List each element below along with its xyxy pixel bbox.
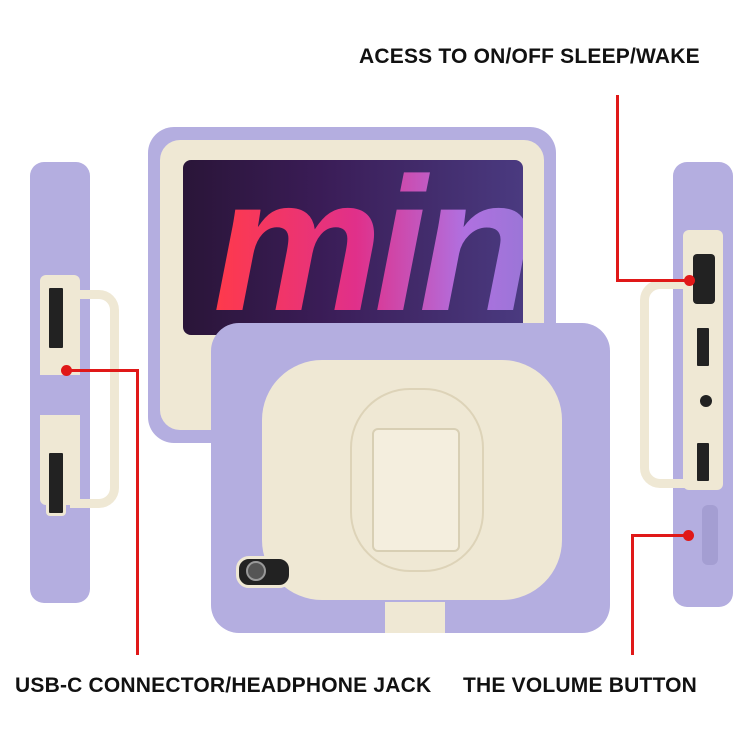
callout-usb-vertical [136,369,139,655]
callout-volume-vertical [631,534,634,655]
volume-button [702,505,718,565]
right-hand-strap [640,280,689,488]
left-hand-strap [70,290,119,508]
callout-volume-dot [683,530,694,541]
bottom-stand-slot [385,602,445,633]
label-sleep-wake: ACESS TO ON/OFF SLEEP/WAKE [359,45,700,68]
left-strap-band [36,375,86,415]
left-port-bottom [46,450,66,516]
callout-volume-horizontal [631,534,688,537]
callout-sleep-horizontal [616,279,690,282]
callout-sleep-dot [684,275,695,286]
label-volume: THE VOLUME BUTTON [463,674,698,697]
callout-usb-horizontal [66,369,138,372]
right-port-top [694,325,712,369]
screen-logo: mini [213,160,523,335]
left-port-top [46,285,66,351]
hand-strap [372,428,460,552]
label-usb-c: USB-C CONNECTOR/HEADPHONE JACK [15,674,432,697]
tablet-screen: mini [183,160,523,335]
right-port-bottom [694,440,712,484]
callout-sleep-vertical [616,95,619,282]
camera-lens [246,561,266,581]
right-jack [700,395,712,407]
sleep-wake-button [693,254,715,304]
